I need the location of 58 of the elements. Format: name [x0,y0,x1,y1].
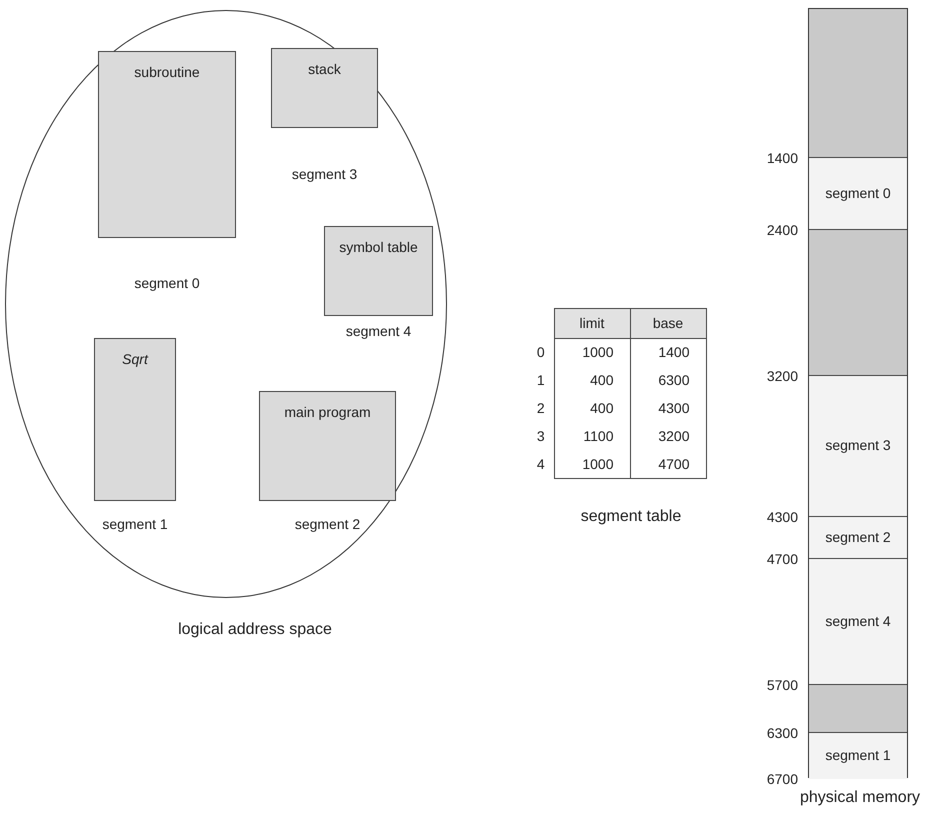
row-index: 4 [528,450,554,478]
segment-box [271,48,378,128]
segment-caption: segment 0 [133,274,201,293]
row-index: 0 [528,338,554,366]
segment-label: symbol table [338,239,419,256]
segment-label: stack [307,61,342,78]
segment-caption: segment 1 [101,515,169,534]
segment-label: segment 1 [824,747,892,765]
segment-box [324,226,433,316]
memory-column [808,8,908,778]
table-cell: 4300 [630,394,706,422]
segment-label: main program [283,404,372,422]
segment-label: segment 3 [824,437,892,455]
memory-segment-block [809,733,907,779]
address-label: 3200 [766,367,798,386]
table-cell: 4700 [630,450,706,478]
node-label: physical memory [798,788,922,808]
row-index: 2 [528,394,554,422]
free-memory-block [809,9,907,158]
segment-box [259,391,396,501]
segment-caption: segment 2 [294,515,362,534]
segment-box [98,51,236,238]
segment-label: segment 0 [824,184,892,202]
segment-caption: segment 3 [290,165,358,184]
table-cell: 6300 [630,366,706,394]
table-cell: 1400 [630,338,706,366]
free-memory-block [809,685,907,733]
address-label: 6300 [766,724,798,743]
segment-label: Sqrt [121,351,150,368]
table-cell: 1000 [554,338,630,366]
memory-segment-block [809,517,907,559]
table-cell: 1000 [554,450,630,478]
node-label: logical address space [177,620,333,640]
column-header: limit [554,308,630,338]
segment-label: subroutine [133,64,201,82]
memory-segment-block [809,559,907,685]
segment-label: segment 4 [824,612,892,630]
address-label: 6700 [766,770,798,789]
memory-segment-block [809,376,907,517]
segment-box [94,338,176,501]
address-label: 1400 [766,149,798,168]
segment-label: segment 2 [824,528,892,546]
table-cell: 400 [554,394,630,422]
table-cell: 3200 [630,422,706,450]
table-cell: 1100 [554,422,630,450]
memory-segment-block [809,158,907,230]
column-header: base [630,308,706,338]
free-memory-block [809,230,907,376]
row-index: 1 [528,366,554,394]
address-label: 4700 [766,550,798,569]
address-label: 5700 [766,676,798,695]
caption: segment table [580,507,682,527]
segment-caption: segment 4 [344,322,412,341]
row-index: 3 [528,422,554,450]
address-space-ellipse [5,10,447,598]
address-label: 4300 [766,508,798,527]
address-label: 2400 [766,221,798,240]
table-cell: 400 [554,366,630,394]
